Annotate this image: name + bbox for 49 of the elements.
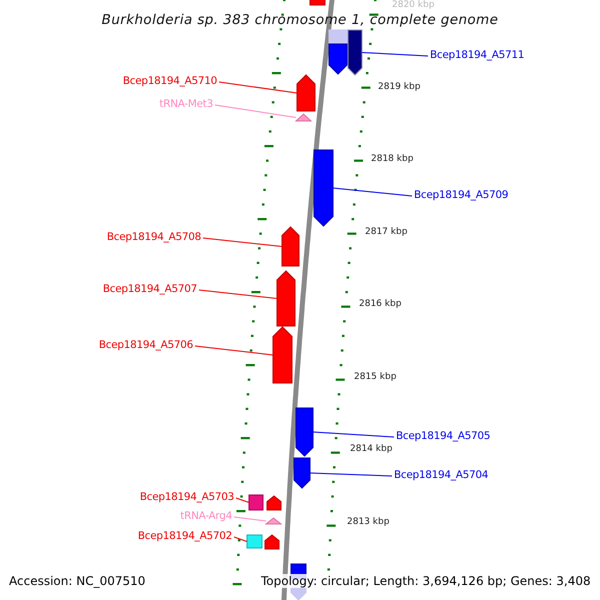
gene-label: Bcep18194_A5709: [414, 189, 508, 202]
gene-feature: [272, 326, 293, 384]
gene-feature: [281, 226, 300, 267]
leader-line: [332, 188, 412, 196]
gene-label: Bcep18194_A5702: [138, 530, 232, 543]
position-label: 2814 kbp: [350, 444, 392, 455]
gene-label: Bcep18194_A5707: [102, 283, 197, 296]
leader-line: [218, 82, 298, 94]
leader-line: [194, 346, 274, 356]
gene-label: Bcep18194_A5703: [140, 491, 234, 504]
position-label: 2815 kbp: [354, 372, 396, 383]
gene-feature: [295, 407, 314, 457]
gene-label: tRNA-Arg4: [180, 510, 232, 523]
gene-label: tRNA-Met3: [159, 98, 213, 111]
gene-label: Bcep18194_A5706: [98, 339, 193, 352]
gene-feature: [266, 495, 282, 511]
position-label: 2817 kbp: [365, 227, 408, 238]
position-label: 2813 kbp: [347, 517, 390, 528]
leader-line: [198, 290, 278, 299]
accession-text: Accession: NC_007510: [9, 574, 146, 588]
gene-feature: [347, 29, 363, 76]
leader-line: [236, 498, 250, 503]
gene-label: Bcep18194_A5711: [430, 49, 524, 62]
gene-feature: [313, 149, 334, 227]
title: Burkholderia sp. 383 chromosome 1, complete genome: [102, 12, 498, 28]
leader-line: [202, 238, 282, 247]
trna-marker: [265, 517, 282, 525]
leader-line: [312, 432, 394, 438]
gene-feature: [293, 457, 311, 489]
gene-feature: [248, 494, 264, 511]
genome-info-text: Topology: circular; Length: 3,694,126 bp; Genes: 3,408: [261, 574, 591, 588]
leader-line: [234, 516, 266, 522]
gene-feature: [328, 29, 348, 75]
leader-line: [214, 104, 296, 118]
gene-feature: [246, 534, 263, 549]
gene-label: Bcep18194_A5705: [396, 430, 490, 443]
leader-line: [310, 472, 392, 476]
gene-feature: [296, 74, 316, 112]
position-label: 2819 kbp: [378, 82, 420, 93]
leader-line: [362, 52, 428, 56]
position-label: 2816 kbp: [359, 299, 402, 310]
position-label: 2820 kbp: [392, 0, 434, 11]
gene-label: Bcep18194_A5704: [394, 469, 488, 482]
gene-feature: [264, 534, 280, 550]
gene-label: Bcep18194_A5710: [122, 75, 217, 88]
gene-feature: [276, 270, 296, 327]
gene-label: Bcep18194_A5708: [106, 231, 201, 244]
position-label: 2818 kbp: [371, 154, 414, 165]
leader-line: [234, 536, 248, 542]
